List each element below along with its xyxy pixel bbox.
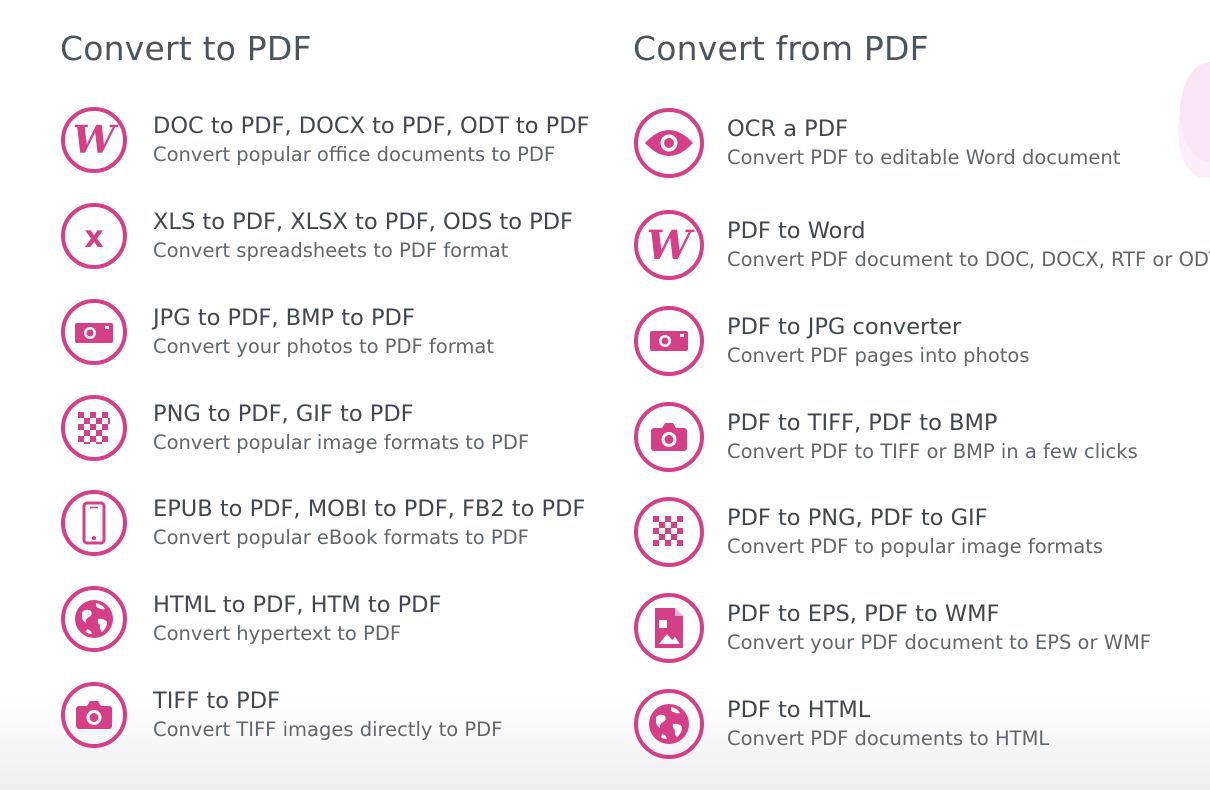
phone-icon — [61, 490, 127, 556]
excel-icon: x — [61, 203, 127, 269]
item-title: XLS to PDF, XLSX to PDF, ODS to PDF — [153, 209, 573, 235]
tool-link-pdf-to-html[interactable]: PDF to HTML Convert PDF documents to HTM… — [633, 688, 1049, 760]
item-text: DOC to PDF, DOCX to PDF, ODT to PDF Conv… — [153, 111, 589, 169]
tool-link-jpg-to-pdf[interactable]: JPG to PDF, BMP to PDF Convert your phot… — [60, 298, 494, 366]
svg-text:W: W — [73, 117, 119, 162]
item-text: PDF to Word Convert PDF document to DOC,… — [727, 216, 1210, 274]
checker-icon — [634, 497, 704, 567]
item-description: Convert popular eBook formats to PDF — [153, 526, 529, 549]
tool-link-pdf-to-png[interactable]: PDF to PNG, PDF to GIF Convert PDF to po… — [633, 496, 1103, 568]
item-description: Convert TIFF images directly to PDF — [153, 718, 503, 741]
item-text: PDF to PNG, PDF to GIF Convert PDF to po… — [727, 503, 1103, 561]
item-text: PNG to PDF, GIF to PDF Convert popular i… — [153, 399, 529, 457]
item-title: JPG to PDF, BMP to PDF — [153, 305, 415, 331]
item-description: Convert popular image formats to PDF — [153, 431, 530, 454]
svg-text:W: W — [647, 222, 696, 269]
item-description: Convert PDF to popular image formats — [727, 535, 1104, 558]
photo-icon — [634, 306, 704, 376]
item-text: JPG to PDF, BMP to PDF Convert your phot… — [153, 303, 494, 361]
tool-link-tiff-to-pdf[interactable]: TIFF to PDF Convert TIFF images directly… — [60, 681, 502, 749]
item-title: HTML to PDF, HTM to PDF — [153, 592, 442, 618]
item-description: Convert spreadsheets to PDF format — [153, 239, 509, 262]
item-title: TIFF to PDF — [153, 688, 280, 714]
item-text: PDF to TIFF, PDF to BMP Convert PDF to T… — [727, 408, 1138, 466]
item-description: Convert PDF to editable Word document — [727, 146, 1121, 169]
section-title: Convert to PDF — [60, 29, 312, 68]
section-title: Convert from PDF — [633, 29, 929, 68]
item-description: Convert PDF pages into photos — [727, 344, 1030, 367]
checker-icon — [61, 395, 127, 461]
item-title: PDF to PNG, PDF to GIF — [727, 505, 988, 531]
svg-text:x: x — [84, 220, 103, 255]
item-description: Convert hypertext to PDF — [153, 622, 402, 645]
item-title: PDF to HTML — [727, 697, 871, 723]
item-title: PDF to Word — [727, 218, 866, 244]
item-text: OCR a PDF Convert PDF to editable Word d… — [727, 114, 1120, 172]
item-title: EPUB to PDF, MOBI to PDF, FB2 to PDF — [153, 496, 586, 522]
tool-link-xls-to-pdf[interactable]: x XLS to PDF, XLSX to PDF, ODS to PDF Co… — [60, 202, 573, 270]
eye-icon — [634, 108, 704, 178]
item-text: PDF to HTML Convert PDF documents to HTM… — [727, 695, 1049, 753]
tool-link-epub-to-pdf[interactable]: EPUB to PDF, MOBI to PDF, FB2 to PDF Con… — [60, 489, 585, 557]
item-title: PDF to TIFF, PDF to BMP — [727, 410, 998, 436]
tool-link-pdf-to-jpg[interactable]: PDF to JPG converter Convert PDF pages i… — [633, 305, 1030, 377]
camera-icon — [61, 682, 127, 748]
image-file-icon — [634, 593, 704, 663]
item-text: XLS to PDF, XLSX to PDF, ODS to PDF Conv… — [153, 207, 573, 265]
item-description: Convert your photos to PDF format — [153, 335, 494, 358]
word-icon: W — [61, 107, 127, 173]
globe-icon — [634, 689, 704, 759]
item-description: Convert your PDF document to EPS or WMF — [727, 631, 1152, 654]
decorative-petal — [1180, 62, 1210, 162]
word-icon: W — [634, 210, 704, 280]
tool-link-pdf-to-eps[interactable]: PDF to EPS, PDF to WMF Convert your PDF … — [633, 592, 1151, 664]
tool-link-html-to-pdf[interactable]: HTML to PDF, HTM to PDF Convert hypertex… — [60, 585, 441, 653]
photo-icon — [61, 299, 127, 365]
tool-link-ocr-pdf[interactable]: OCR a PDF Convert PDF to editable Word d… — [633, 107, 1120, 179]
item-title: PDF to JPG converter — [727, 314, 962, 340]
item-text: HTML to PDF, HTM to PDF Convert hypertex… — [153, 590, 441, 648]
item-text: TIFF to PDF Convert TIFF images directly… — [153, 686, 502, 744]
camera-icon — [634, 402, 704, 472]
item-title: DOC to PDF, DOCX to PDF, ODT to PDF — [153, 113, 590, 139]
item-text: PDF to EPS, PDF to WMF Convert your PDF … — [727, 599, 1151, 657]
item-description: Convert popular office documents to PDF — [153, 143, 556, 166]
globe-icon — [61, 586, 127, 652]
tool-link-doc-to-pdf[interactable]: W DOC to PDF, DOCX to PDF, ODT to PDF Co… — [60, 106, 589, 174]
tool-link-png-to-pdf[interactable]: PNG to PDF, GIF to PDF Convert popular i… — [60, 394, 529, 462]
item-description: Convert PDF documents to HTML — [727, 727, 1050, 750]
item-text: PDF to JPG converter Convert PDF pages i… — [727, 312, 1030, 370]
item-description: Convert PDF document to DOC, DOCX, RTF o… — [727, 248, 1210, 271]
item-text: EPUB to PDF, MOBI to PDF, FB2 to PDF Con… — [153, 494, 585, 552]
tool-link-pdf-to-tiff[interactable]: PDF to TIFF, PDF to BMP Convert PDF to T… — [633, 401, 1138, 473]
bottom-fade — [0, 700, 1210, 790]
item-description: Convert PDF to TIFF or BMP in a few clic… — [727, 440, 1138, 463]
tool-link-pdf-to-word[interactable]: W PDF to Word Convert PDF document to DO… — [633, 209, 1210, 281]
item-title: PDF to EPS, PDF to WMF — [727, 601, 1000, 627]
item-title: PNG to PDF, GIF to PDF — [153, 401, 414, 427]
item-title: OCR a PDF — [727, 116, 848, 142]
